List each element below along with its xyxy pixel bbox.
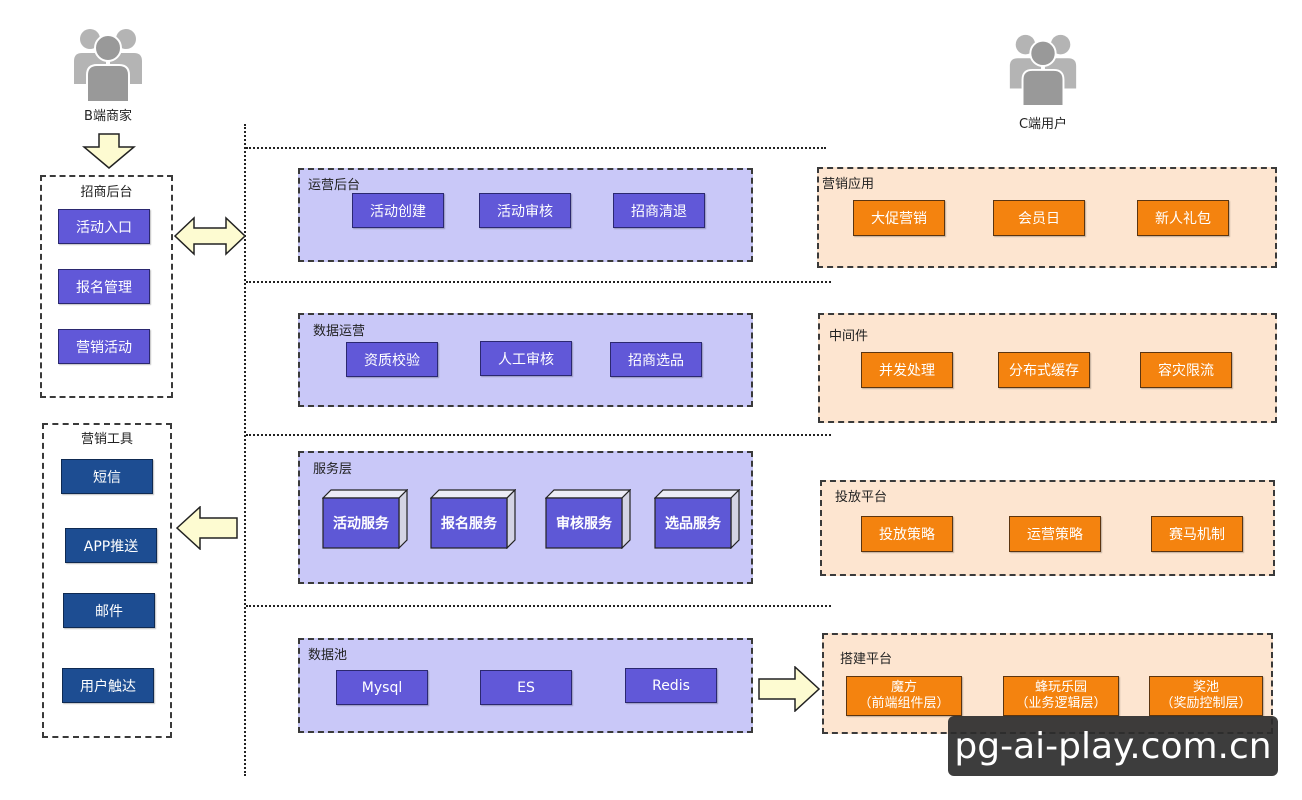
product-selection-box: 招商选品 (610, 342, 702, 377)
email-box: 邮件 (63, 593, 155, 628)
fengwan-park-layer: （业务逻辑层） (1015, 696, 1107, 711)
user-reach-box: 用户触达 (62, 668, 154, 703)
prize-pool-name: 奖池 (1192, 680, 1219, 695)
mysql-box: Mysql (336, 670, 428, 705)
service-layer-title: 服务层 (313, 462, 353, 477)
prize-pool-box: 奖池 （奖励控制层） (1149, 676, 1263, 716)
delivery-strategy-box: 投放策略 (861, 516, 953, 552)
concurrency-box: 并发处理 (861, 352, 953, 388)
merchant-label: B端商家 (84, 109, 132, 124)
activity-service-label: 活动服务 (333, 516, 389, 532)
marketing-tools-title: 营销工具 (80, 432, 133, 447)
distributed-cache-box: 分布式缓存 (998, 352, 1090, 388)
fengwan-park-box: 蜂玩乐园 （业务逻辑层） (1003, 676, 1119, 716)
activity-service-block: 活动服务 (322, 489, 408, 549)
consumer-label: C端用户 (1018, 117, 1068, 132)
merchant-user-group-icon (68, 22, 148, 103)
marketing-apps-panel: 营销应用 大促营销 会员日 新人礼包 (817, 167, 1277, 268)
ops-backend-title: 运营后台 (308, 178, 361, 193)
horse-race-box: 赛马机制 (1151, 516, 1243, 552)
operation-strategy-box: 运营策略 (1009, 516, 1101, 552)
disaster-ratelimit-box: 容灾限流 (1140, 352, 1232, 388)
middleware-panel: 中间件 并发处理 分布式缓存 容灾限流 (818, 313, 1277, 423)
mofang-box: 魔方 （前端组件层） (846, 676, 962, 716)
redis-box: Redis (625, 668, 717, 703)
middleware-title: 中间件 (829, 329, 869, 344)
selection-service-label: 选品服务 (665, 516, 721, 532)
qualification-check-box: 资质校验 (346, 342, 438, 377)
left-arrow-icon (175, 505, 238, 551)
build-platform-title: 搭建平台 (840, 652, 893, 667)
horizontal-divider (246, 605, 831, 607)
merchant-backend-title: 招商后台 (80, 185, 133, 200)
prize-pool-layer: （奖励控制层） (1160, 696, 1252, 711)
horizontal-divider (246, 147, 826, 149)
fengwan-park-name: 蜂玩乐园 (1034, 680, 1087, 695)
horizontal-divider (246, 434, 831, 436)
registration-service-label: 报名服务 (441, 516, 497, 532)
manual-review-box: 人工审核 (480, 341, 572, 376)
vertical-divider (244, 124, 246, 776)
data-pool-panel: 数据池 Mysql ES Redis (298, 638, 753, 733)
merchant-clearout-box: 招商清退 (613, 193, 705, 228)
activity-create-box: 活动创建 (352, 193, 444, 228)
es-box: ES (480, 670, 572, 705)
mofang-name: 魔方 (890, 680, 917, 695)
member-day-box: 会员日 (993, 200, 1085, 236)
double-arrow-icon (173, 216, 247, 256)
marketing-tools-panel: 营销工具 短信 APP推送 邮件 用户触达 (42, 423, 172, 738)
mofang-layer: （前端组件层） (858, 696, 950, 711)
right-arrow-icon (758, 665, 821, 713)
horizontal-divider (246, 281, 831, 283)
ops-backend-panel: 运营后台 活动创建 活动审核 招商清退 (298, 168, 753, 262)
marketing-activity-box: 营销活动 (58, 329, 150, 364)
review-service-label: 审核服务 (556, 516, 612, 532)
down-arrow-icon (81, 133, 137, 169)
delivery-platform-panel: 投放平台 投放策略 运营策略 赛马机制 (820, 480, 1275, 576)
delivery-platform-title: 投放平台 (835, 490, 888, 505)
activity-review-box: 活动审核 (479, 193, 571, 228)
registration-management-box: 报名管理 (58, 269, 150, 304)
consumer-user-group-icon (1003, 28, 1083, 107)
selection-service-block: 选品服务 (654, 489, 740, 549)
data-pool-title: 数据池 (308, 648, 348, 663)
data-ops-panel: 数据运营 资质校验 人工审核 招商选品 (298, 313, 753, 407)
newcomer-gift-box: 新人礼包 (1137, 200, 1229, 236)
activity-entry-box: 活动入口 (58, 209, 150, 244)
app-push-box: APP推送 (65, 528, 157, 563)
watermark: pg-ai-play.com.cn (948, 716, 1278, 776)
marketing-apps-title: 营销应用 (822, 177, 875, 192)
service-layer-panel: 服务层 活动服务 报名服务 审核服务 选品服务 (298, 451, 753, 584)
merchant-backend-panel: 招商后台 活动入口 报名管理 营销活动 (40, 175, 173, 398)
review-service-block: 审核服务 (545, 489, 631, 549)
sms-box: 短信 (61, 459, 153, 494)
data-ops-title: 数据运营 (313, 324, 366, 339)
registration-service-block: 报名服务 (430, 489, 516, 549)
big-promotion-box: 大促营销 (853, 200, 945, 236)
